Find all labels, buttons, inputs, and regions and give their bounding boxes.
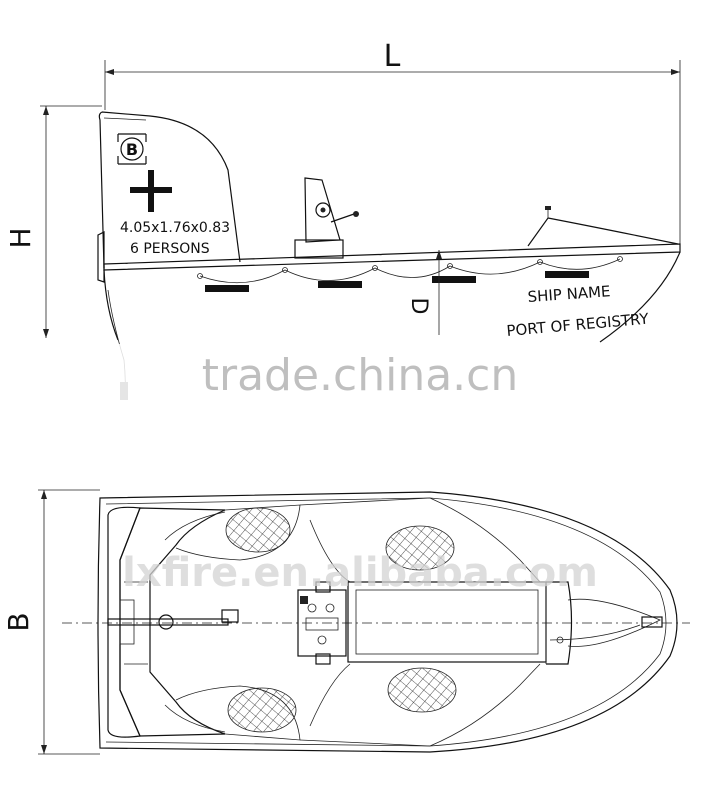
mesh-patch-1 [225, 507, 291, 553]
height-label: H [4, 227, 37, 248]
depth-label: D [406, 298, 431, 315]
reflective-strip-1 [205, 285, 249, 292]
mesh-patch-4 [387, 667, 457, 713]
top-view: B [2, 489, 690, 755]
logo-letter: B [126, 140, 138, 159]
reflective-strip-4 [545, 271, 589, 278]
reflective-strip-3 [432, 276, 476, 283]
logo-group: B [117, 133, 172, 212]
cross-icon-horizontal [130, 187, 172, 193]
top-hull-outer [97, 491, 678, 753]
watermark-secondary-text: lxfire.en.alibaba.com [122, 550, 598, 596]
port-of-registry-text: PORT OF REGISTRY [506, 310, 650, 340]
persons-text: 6 PERSONS [130, 241, 210, 257]
breadth-label: B [2, 612, 35, 631]
height-dimension: H [4, 105, 102, 338]
engine-box [297, 581, 347, 665]
reflective-strip-2 [318, 281, 362, 288]
mesh-patch-2 [385, 525, 455, 571]
spec-text: 4.05x1.76x0.83 [120, 220, 230, 236]
tiller [107, 618, 229, 626]
watermark-primary: trade.china.cn [30, 344, 690, 404]
logo-emblem-icon [120, 137, 144, 161]
watermark-primary-text: trade.china.cn [202, 350, 519, 401]
breadth-dimension: B [2, 489, 100, 755]
mesh-patch-3 [227, 687, 297, 733]
ship-name-text: SHIP NAME [527, 282, 611, 306]
length-label: L [384, 39, 401, 74]
length-dimension: L [104, 39, 681, 245]
